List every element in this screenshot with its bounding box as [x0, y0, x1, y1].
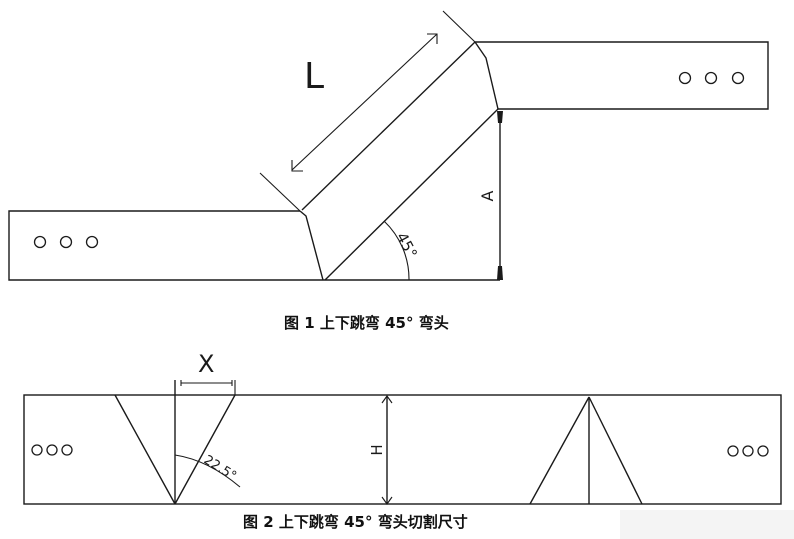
height-arrowhead-bottom: [497, 266, 503, 280]
hole-icon: [757, 445, 769, 457]
length-label: L: [304, 56, 324, 97]
h-arrowhead-top: [381, 395, 393, 404]
hole-icon: [85, 235, 99, 249]
hole-icon: [31, 444, 43, 456]
figure-1-caption: 图 1 上下跳弯 45° 弯头: [284, 314, 449, 332]
hole-icon: [678, 71, 692, 85]
incline-upper-edge: [301, 41, 476, 211]
angle-label: 22.5°: [201, 453, 239, 485]
length-arrowhead-start: [291, 160, 303, 172]
flat-strip: [23, 394, 782, 505]
height-arrowhead-top: [497, 111, 503, 123]
hole-icon: [46, 444, 58, 456]
angle-arc: [383, 220, 410, 281]
left-cut-line: [299, 210, 324, 281]
right-extension-line: [442, 10, 476, 43]
incline-lower-edge: [324, 108, 499, 281]
faded-corner: [620, 510, 794, 539]
hole-icon: [727, 445, 739, 457]
hole-icon: [33, 235, 47, 249]
right-cut-line: [474, 41, 499, 110]
left-tray: [8, 210, 323, 281]
left-v-cut-left: [114, 394, 176, 505]
x-label: X: [198, 350, 214, 378]
right-tray: [475, 41, 769, 110]
height-label: A: [478, 190, 497, 201]
hole-icon: [61, 444, 73, 456]
right-v-cut-right: [588, 396, 643, 505]
hole-icon: [59, 235, 73, 249]
angle-arc: [174, 454, 241, 488]
figure-2: X 22.5° H: [23, 350, 782, 505]
hole-icon: [704, 71, 718, 85]
h-arrowhead-bottom: [381, 496, 393, 505]
hole-icon: [731, 71, 745, 85]
hole-icon: [742, 445, 754, 457]
figure-2-caption: 图 2 上下跳弯 45° 弯头切割尺寸: [243, 513, 468, 531]
right-v-cut-left: [529, 396, 590, 505]
length-arrowhead-end: [427, 33, 438, 44]
angle-label: 45°: [392, 229, 420, 261]
left-extension-line: [259, 172, 301, 212]
h-label: H: [368, 444, 386, 455]
figure-1: L A 45°: [8, 10, 769, 281]
left-v-cut-right: [174, 394, 236, 505]
length-dimension-line: [291, 33, 438, 171]
